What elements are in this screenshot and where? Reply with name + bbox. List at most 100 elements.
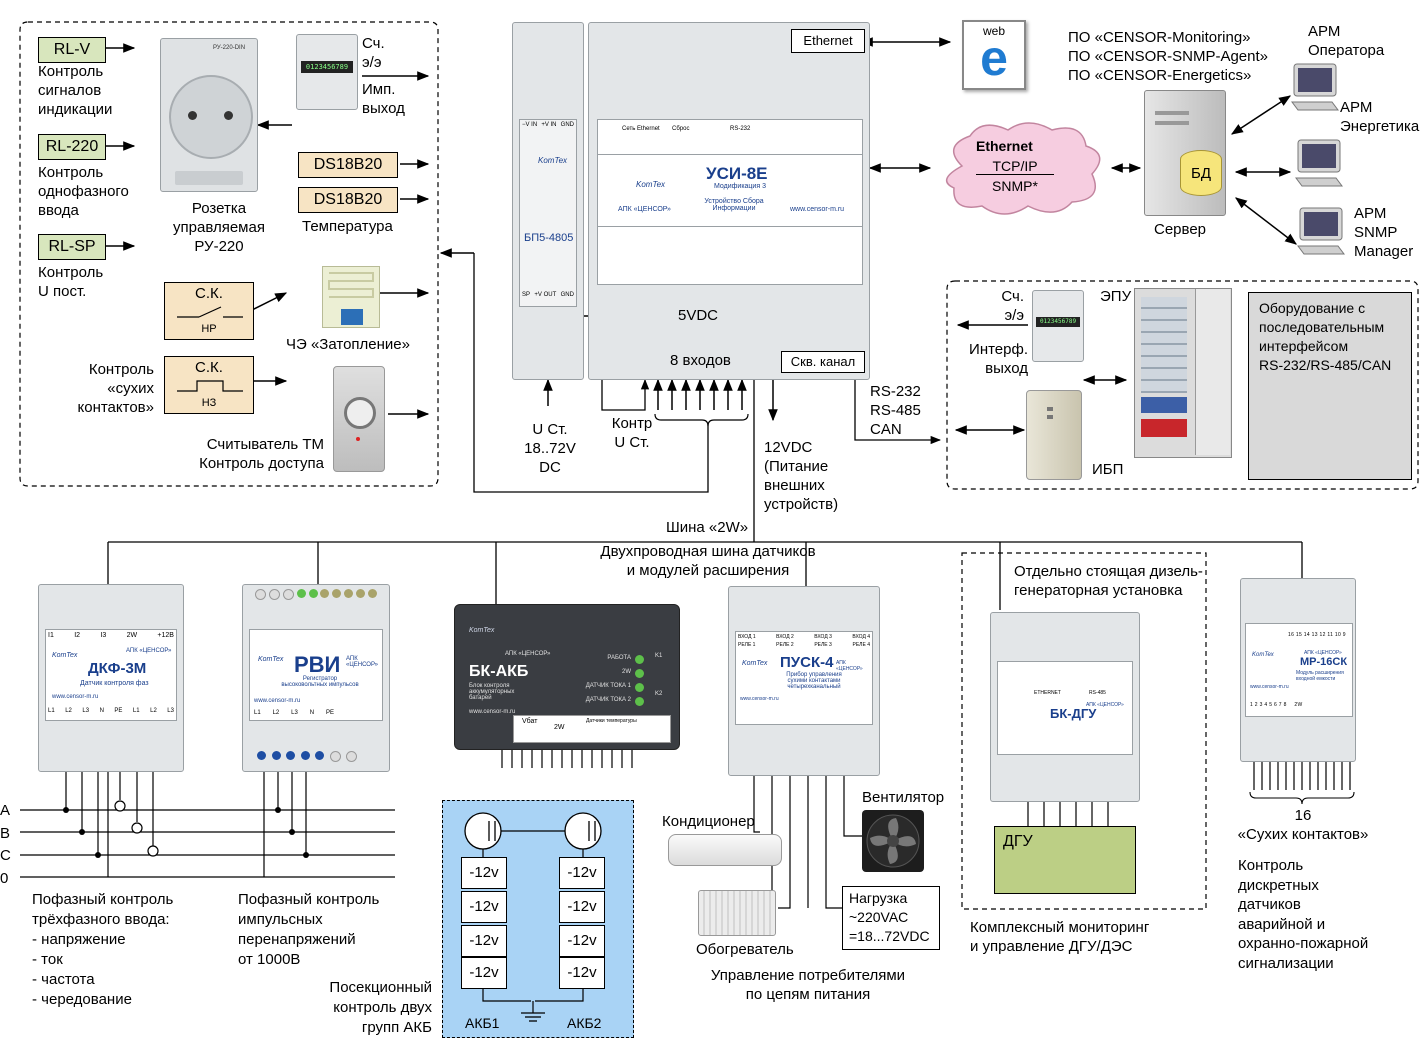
terminal-icon bbox=[255, 589, 266, 600]
dkf-title: ДКФ-3М bbox=[88, 660, 147, 677]
mr16-panel: 16 15 14 13 12 11 10 9 KomTex АПК «ЦЕНСО… bbox=[1245, 623, 1353, 717]
label-line: управляемая bbox=[173, 219, 265, 236]
psu-name: БП5-4805 bbox=[524, 232, 574, 244]
label-line: сигнализации bbox=[1238, 954, 1334, 972]
term-label: L3 bbox=[291, 710, 298, 716]
term-label: 9 bbox=[1342, 632, 1346, 638]
terminal-icon bbox=[329, 751, 341, 762]
heater-label: Обогреватель bbox=[696, 941, 794, 958]
fan-label: Вентилятор bbox=[862, 789, 945, 806]
epu-battery bbox=[1141, 397, 1187, 413]
desc-line: Информации bbox=[712, 205, 756, 212]
desc-line: Модуль расширения bbox=[1296, 670, 1344, 676]
label-line: Энергетика bbox=[1340, 118, 1420, 135]
switch-closed-icon bbox=[177, 380, 243, 392]
label-line: Контроль bbox=[88, 361, 154, 378]
battery-cell: -12v bbox=[461, 957, 507, 989]
sk-nc-top: С.К. bbox=[195, 359, 223, 376]
label-line: RS-485 bbox=[870, 402, 921, 419]
web-glyph: e bbox=[980, 30, 1008, 86]
desc-line: ввода bbox=[38, 202, 79, 219]
term-label: 5 bbox=[1269, 702, 1273, 708]
pusk-site: www.censor-m.ru bbox=[740, 696, 779, 702]
label-line: АРМ bbox=[1354, 205, 1387, 222]
dgu-panel-frame bbox=[961, 552, 1207, 910]
label-line: 18..72V bbox=[524, 440, 576, 457]
term-label: L1 bbox=[254, 710, 261, 716]
term-label: 2 bbox=[1254, 702, 1258, 708]
label-line: - напряжение bbox=[32, 931, 126, 948]
top-label: Сброс bbox=[672, 126, 690, 132]
skv-tag: Скв. канал bbox=[781, 351, 865, 373]
tag-rl-v: RL-V bbox=[38, 37, 106, 63]
bkakb-k2: K2 bbox=[655, 691, 663, 697]
term-label: 12 bbox=[1319, 632, 1326, 638]
terminal-icon bbox=[346, 751, 357, 762]
socket-model-label: РУ-220-DIN bbox=[213, 45, 246, 51]
w2-label: 2W bbox=[554, 724, 565, 731]
ups-led bbox=[1047, 415, 1053, 419]
label-line: - частота bbox=[32, 971, 95, 988]
switch-open-icon bbox=[177, 306, 243, 318]
rvi-bottom: L1 L2 L3 N PE bbox=[254, 710, 334, 716]
label-line: RS-232/RS-485/CAN bbox=[1259, 357, 1392, 373]
energy-meter-right: 0123456789 bbox=[1032, 290, 1084, 362]
tag-rl-220-desc: Контроль однофазного ввода bbox=[38, 163, 129, 220]
psu-bottom-terms: SP +V OUT GND bbox=[522, 292, 574, 298]
akb-desc: Посекционный контроль двух групп АКБ bbox=[300, 978, 432, 1038]
term-label: 15 bbox=[1295, 632, 1303, 638]
desc-line: U пост. bbox=[38, 283, 87, 300]
mr16-nums-top: 16 15 14 13 12 11 10 9 bbox=[1288, 632, 1346, 638]
cloud-title: Ethernet bbox=[976, 138, 1033, 154]
label-line: групп АКБ bbox=[361, 1019, 432, 1036]
term-label: L1 bbox=[48, 708, 55, 714]
term-label: 13 bbox=[1311, 632, 1318, 638]
term-label: L1 bbox=[132, 708, 140, 714]
bkakb-leds: РАБОТА 2W ДАТЧИК ТОКА 1 ДАТЧИК ТОКА 2 bbox=[573, 651, 631, 707]
label-line: «Сухих контактов» bbox=[1237, 826, 1369, 843]
main-bottom-row bbox=[598, 226, 862, 285]
epu-battery bbox=[1141, 419, 1187, 437]
term-label: 3 bbox=[1259, 702, 1263, 708]
term-label: 2W bbox=[126, 632, 138, 639]
label-line: контактов» bbox=[77, 399, 155, 416]
terminal-icon bbox=[320, 589, 330, 598]
battery-cell: -12v bbox=[559, 925, 605, 957]
term-label: ETHERNET bbox=[1034, 690, 1061, 696]
terminal-icon bbox=[367, 589, 377, 598]
web-label: web bbox=[982, 24, 1005, 38]
bkakb-apk: АПК «ЦЕНСОР» bbox=[505, 651, 551, 657]
desc-line: Контроль bbox=[38, 63, 104, 80]
term-label: N bbox=[99, 708, 104, 714]
flood-terminal bbox=[341, 309, 363, 325]
dkf-sub: Датчик контроля фаз bbox=[80, 680, 149, 687]
desc-line: аккумуляторных bbox=[469, 689, 515, 695]
monitor-icon bbox=[1297, 207, 1345, 255]
label-line: Оператора bbox=[1308, 42, 1385, 59]
label-line: контроль двух bbox=[333, 999, 432, 1016]
phase-label: C bbox=[0, 847, 11, 864]
meter-display: 0123456789 bbox=[1036, 317, 1080, 327]
dgu-desc: Комплексный мониторинг и управление ДГУ/… bbox=[970, 918, 1149, 956]
term-label: SP bbox=[522, 292, 531, 298]
term-label: ВХОД 1 bbox=[738, 634, 756, 640]
terminal-icon bbox=[271, 751, 281, 760]
term-label: ВХОД 3 bbox=[814, 634, 832, 640]
mr16-site: www.censor-m.ru bbox=[1250, 684, 1289, 690]
label-line: и модулей расширения bbox=[626, 562, 790, 579]
bkakb-title: БК-АКБ bbox=[469, 663, 529, 680]
battery-cell: -12v bbox=[461, 891, 507, 923]
pusk-top: ВХОД 1 ВХОД 2 ВХОД 3 ВХОД 4 bbox=[738, 634, 870, 640]
server-slot bbox=[1155, 111, 1189, 115]
label-line: =18...72VDC bbox=[849, 928, 930, 944]
term-label: I3 bbox=[100, 632, 107, 639]
main-apk: АПК «ЦЕНСОР» bbox=[618, 206, 671, 213]
label-line: Управление потребителями bbox=[710, 967, 906, 984]
label-line: Розетка bbox=[191, 200, 247, 217]
label-line: и управление ДГУ/ДЭС bbox=[970, 938, 1133, 955]
label-line: Двухпроводная шина датчиков bbox=[600, 543, 816, 560]
label-line: ~220VAC bbox=[849, 909, 909, 925]
label-line: SNMP bbox=[1354, 224, 1398, 241]
tag-rl-v-desc: Контроль сигналов индикации bbox=[38, 62, 112, 119]
battery-cell: -12v bbox=[559, 891, 605, 923]
